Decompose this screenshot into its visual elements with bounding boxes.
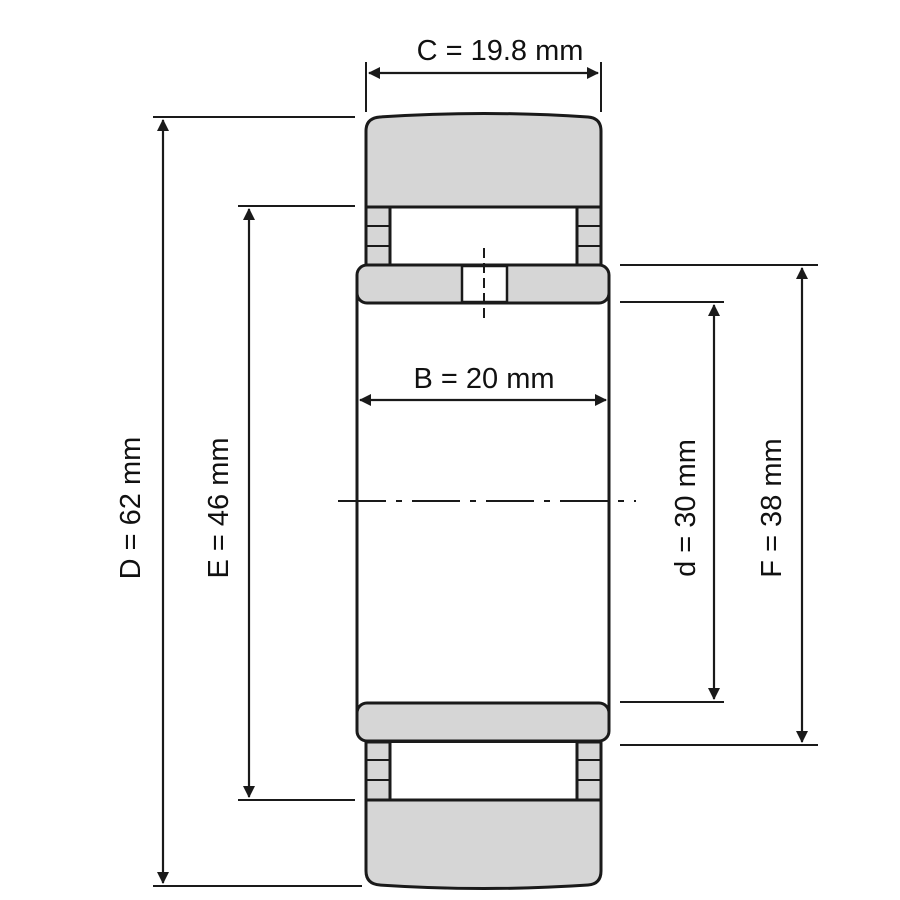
outer-ring-top	[364, 112, 603, 209]
cage-left-top	[364, 205, 392, 267]
label-d-bore: d = 30 mm	[670, 439, 702, 577]
label-d-outer: D = 62 mm	[115, 437, 147, 580]
label-c: C = 19.8 mm	[417, 35, 584, 67]
roller-space-bottom	[365, 741, 602, 801]
cage-right-top	[575, 205, 603, 267]
label-f: F = 38 mm	[756, 438, 788, 577]
label-b: B = 20 mm	[413, 363, 554, 395]
cage-left-bottom	[364, 740, 392, 802]
cage-right-bottom	[575, 740, 603, 802]
outer-ring-bottom	[364, 798, 603, 890]
label-e: E = 46 mm	[203, 437, 235, 578]
inner-ring-bottom	[355, 701, 611, 743]
